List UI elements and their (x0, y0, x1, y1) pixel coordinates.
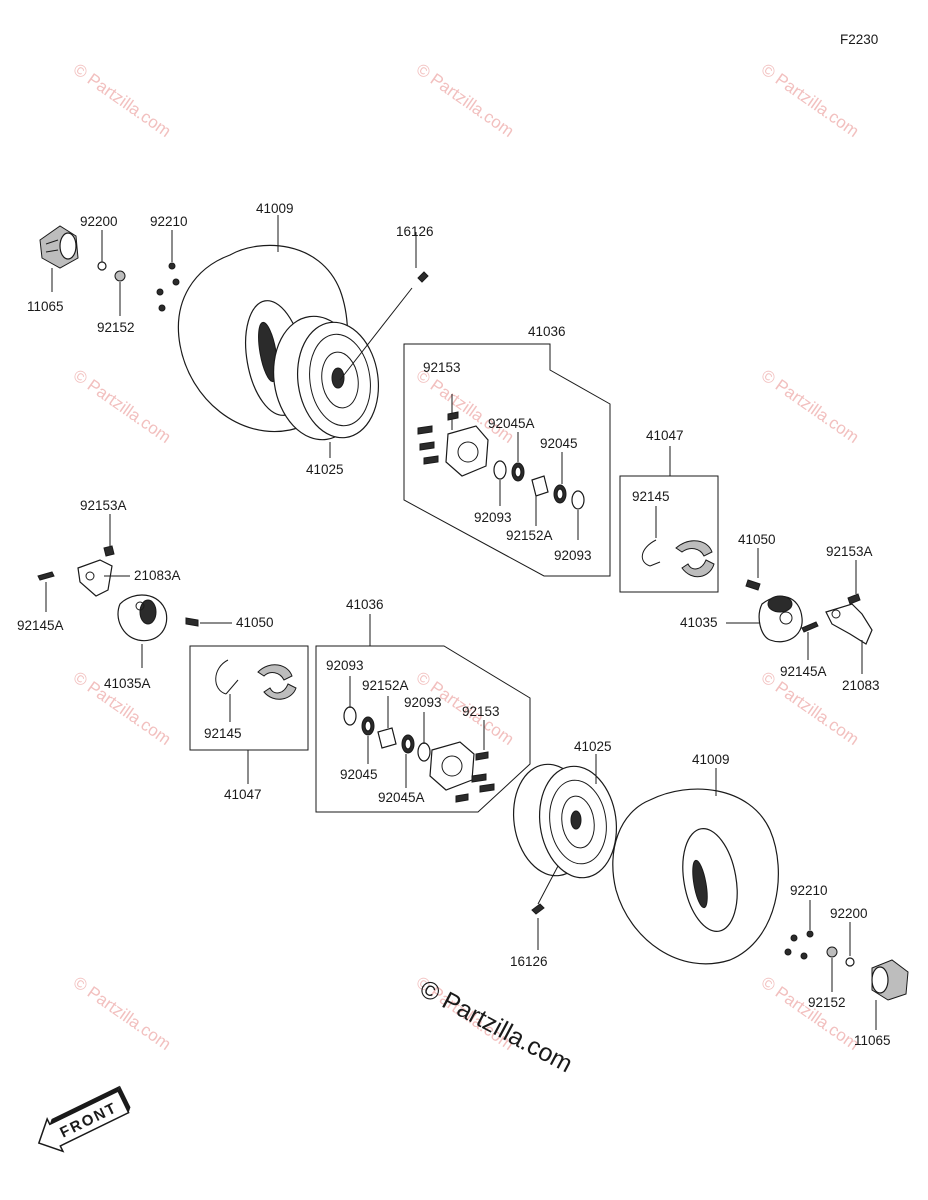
part-label: 92045 (540, 436, 578, 451)
part-label: 16126 (510, 954, 548, 969)
part-label: 92045A (488, 416, 535, 431)
wheel-rim-bottom (512, 763, 618, 879)
part-label: 92210 (790, 883, 828, 898)
hub-cap-bottom (871, 959, 909, 1001)
part-label: 92152 (97, 320, 135, 335)
part-label: 92153 (423, 360, 461, 375)
watermark: © Partzilla.com (758, 366, 863, 447)
part-label: 92093 (404, 695, 442, 710)
cam-lever-left (77, 559, 113, 597)
pin-left-2-icon (185, 617, 199, 627)
part-labels: 11065 92200 92210 92152 41009 16126 4102… (17, 201, 891, 1048)
watermark: © Partzilla.com (70, 366, 175, 447)
part-label: 92145 (204, 726, 242, 741)
part-label: 16126 (396, 224, 434, 239)
watermark: © Partzilla.com (70, 60, 175, 141)
nut-icon (114, 270, 126, 282)
part-label: 41025 (306, 462, 344, 477)
hub-bottom (429, 741, 495, 803)
washer-icon (97, 261, 107, 271)
part-label: 11065 (27, 299, 64, 314)
washer-bottom-icon (845, 957, 855, 967)
part-label: 41047 (646, 428, 684, 443)
assembly-box-41047-right (619, 475, 719, 593)
part-label: 41035A (104, 676, 151, 691)
part-label: 92152 (808, 995, 846, 1010)
part-label: 92152A (362, 678, 409, 693)
figure-code: F2230 (840, 32, 878, 47)
part-label: 41009 (256, 201, 294, 216)
part-label: 92153 (462, 704, 500, 719)
part-label: 21083 (842, 678, 880, 693)
valve-stem-bottom-icon (531, 903, 545, 915)
bearings-top (493, 460, 585, 510)
pin-right-icon (801, 621, 819, 633)
part-label: 41035 (680, 615, 718, 630)
watermark: © Partzilla.com (70, 973, 175, 1054)
part-label: 41036 (528, 324, 566, 339)
front-arrow-icon: FRONT (37, 1085, 131, 1153)
hub-top (417, 394, 489, 477)
part-label: 41050 (236, 615, 274, 630)
watermark: © Partzilla.com (413, 60, 518, 141)
part-label: 92145A (780, 664, 827, 679)
lug-nuts-bottom-icon (784, 930, 814, 960)
tire-bottom (612, 788, 779, 965)
part-label: 41036 (346, 597, 384, 612)
part-label: 11065 (854, 1033, 891, 1048)
cam-lever-right (825, 603, 873, 645)
brake-panel-left (117, 594, 168, 642)
credit-watermark: © Partzilla.com (415, 975, 577, 1079)
bolt-left-icon (103, 545, 115, 557)
part-label: 92093 (554, 548, 592, 563)
part-label: 92145 (632, 489, 670, 504)
lug-nuts-icon (156, 262, 180, 312)
watermark: © Partzilla.com (758, 973, 863, 1054)
hub-cap-top (39, 225, 79, 269)
bolt-right-icon (847, 593, 861, 605)
watermark: © Partzilla.com (758, 60, 863, 141)
part-label: 92200 (80, 214, 118, 229)
part-label: 92210 (150, 214, 188, 229)
part-label: 92152A (506, 528, 553, 543)
part-label: 92200 (830, 906, 868, 921)
part-label: 41047 (224, 787, 262, 802)
brake-panel-right (745, 579, 803, 643)
brake-shoes-left (215, 659, 297, 700)
part-label: 41025 (574, 739, 612, 754)
nut-bottom-icon (826, 946, 838, 958)
brake-shoes-right (641, 539, 715, 578)
pin-left-icon (37, 571, 55, 581)
valve-stem-top-icon (417, 271, 429, 283)
part-label: 41050 (738, 532, 776, 547)
wheel-rim-top (272, 315, 380, 441)
part-label: 92045A (378, 790, 425, 805)
part-label: 92145A (17, 618, 64, 633)
bearings-bottom (343, 706, 431, 762)
part-label: 92093 (326, 658, 364, 673)
part-label: 92153A (80, 498, 127, 513)
part-label: 92093 (474, 510, 512, 525)
part-label: 41009 (692, 752, 730, 767)
part-label: 21083A (134, 568, 181, 583)
assembly-box-41036-bottom (315, 645, 531, 813)
part-label: 92045 (340, 767, 378, 782)
assembly-box-41047-left (189, 645, 309, 751)
part-label: 92153A (826, 544, 873, 559)
assembly-box-41036-top (403, 343, 611, 577)
